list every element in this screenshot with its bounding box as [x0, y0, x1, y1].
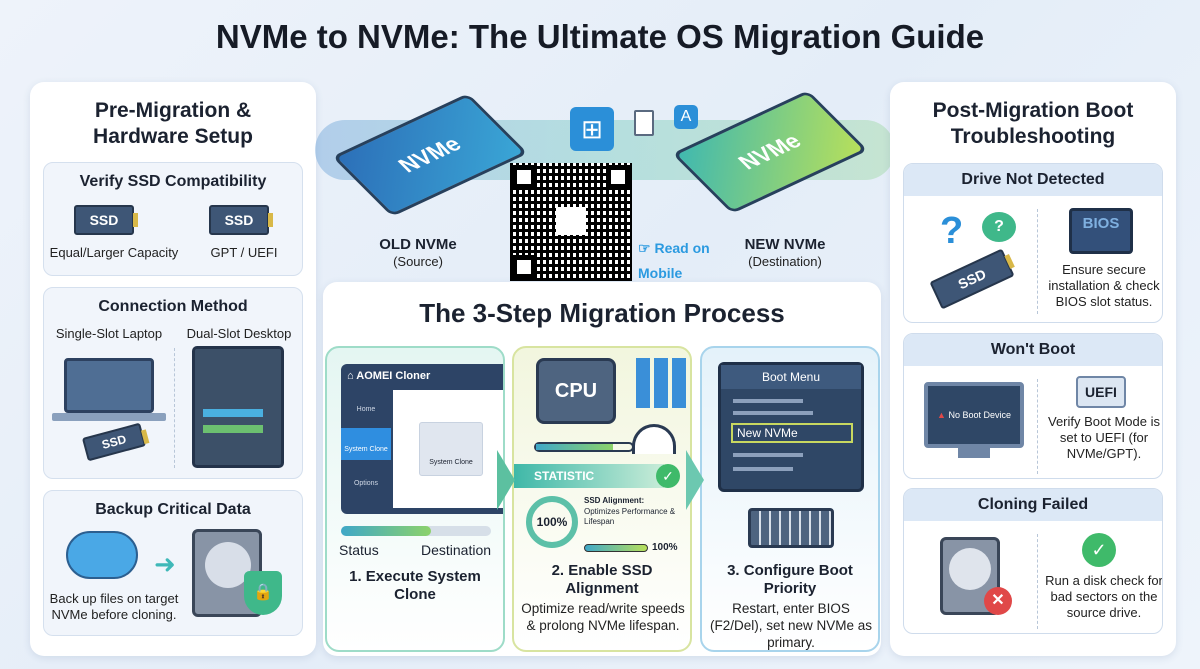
- uefi-icon: UEFI: [1076, 376, 1126, 408]
- panel-title: Post-Migration Boot Troubleshooting: [932, 99, 1134, 148]
- cpu-icon: CPU: [536, 358, 616, 424]
- card-text: Run a disk check for bad sectors on the …: [1045, 573, 1163, 620]
- pre-migration-panel: Pre-Migration & Hardware Setup Verify SS…: [30, 82, 316, 656]
- card-text: Ensure secure installation & check BIOS …: [1048, 262, 1160, 309]
- step-1-title: 1. Execute System Clone: [349, 568, 481, 603]
- question-bubble-icon: ?: [982, 212, 1016, 242]
- windows-icon: ⊞: [570, 107, 614, 151]
- ssd-icon: SSD: [209, 205, 273, 235]
- nav-system-clone[interactable]: System Clone: [341, 428, 391, 460]
- boot-option-new-nvme[interactable]: New NVMe: [731, 423, 853, 443]
- panel-title: Pre-Migration & Hardware Setup: [93, 99, 253, 148]
- laptop-label: Single-Slot Laptop: [55, 326, 163, 341]
- boot-menu-screen: Boot Menu New NVMe: [718, 362, 864, 492]
- clone-progress-bar: [341, 526, 491, 536]
- speed-bar: [534, 442, 634, 452]
- drive-not-detected-card: Drive Not Detected ? ? SSD BIOS Ensure s…: [903, 163, 1163, 323]
- hand-pointer-icon: ☞: [638, 240, 655, 256]
- alignment-value: 100%: [652, 542, 678, 553]
- old-nvme-label: OLD NVMe: [379, 236, 457, 253]
- capacity-label: Equal/Larger Capacity: [49, 245, 179, 260]
- step-1-card: ⌂ AOMEI Cloner Home System Clone Options…: [325, 346, 505, 652]
- card-text: Verify Boot Mode is set to UEFI (for NVM…: [1048, 414, 1160, 461]
- document-icon: [634, 110, 654, 136]
- new-nvme-drive: NVMe: [671, 90, 869, 214]
- step-2-text: Optimize read/write speeds & prolong NVM…: [521, 601, 685, 633]
- ssd-icon: SSD: [929, 248, 1015, 310]
- qr-code[interactable]: [510, 163, 632, 281]
- card-title: Connection Method: [98, 298, 248, 315]
- alignment-title: SSD Alignment:: [584, 496, 645, 505]
- new-nvme-sub: (Destination): [748, 254, 822, 269]
- backup-card: Backup Critical Data ➜ 🔒 Back up files o…: [43, 490, 303, 636]
- destination-label: Destination: [421, 542, 492, 558]
- alignment-ring: 100%: [526, 496, 578, 548]
- page-title: NVMe to NVMe: The Ultimate OS Migration …: [215, 18, 985, 55]
- check-icon: ✓: [656, 464, 680, 488]
- bios-icon: BIOS: [1069, 208, 1133, 254]
- status-label: Status: [339, 542, 379, 558]
- alignment-bar: [584, 544, 648, 552]
- alignment-text: Optimizes Performance & Lifespan: [584, 507, 676, 526]
- step-3-title: 3. Configure Boot Priority: [727, 562, 853, 597]
- desktop-label: Dual-Slot Desktop: [186, 326, 292, 341]
- question-icon: ?: [940, 210, 964, 252]
- cloning-failed-card: Cloning Failed ✕ ✓ Run a disk check for …: [903, 488, 1163, 634]
- step-2-card: CPU STATISTIC ✓ 100% SSD Alignment: Opti…: [512, 346, 692, 652]
- card-title: Backup Critical Data: [95, 501, 251, 518]
- card-title: Cloning Failed: [904, 489, 1162, 521]
- wont-boot-card: Won't Boot ▲ No Boot Device UEFI Verify …: [903, 333, 1163, 479]
- old-nvme-drive: NVMe: [331, 93, 529, 217]
- cloud-icon: [66, 531, 138, 579]
- nav-options[interactable]: Options: [353, 480, 379, 487]
- troubleshooting-panel: Post-Migration Boot Troubleshooting Driv…: [890, 82, 1176, 656]
- monitor-icon: ▲ No Boot Device: [924, 382, 1024, 448]
- card-title: Won't Boot: [904, 334, 1162, 366]
- connection-method-card: Connection Method Single-Slot Laptop Dua…: [43, 287, 303, 479]
- system-clone-tile[interactable]: System Clone: [419, 422, 483, 476]
- card-title: Drive Not Detected: [904, 164, 1162, 196]
- step-2-title: 2. Enable SSD Alignment: [551, 562, 653, 597]
- new-nvme-label: NEW NVMe: [744, 236, 826, 253]
- read-on-mobile-link[interactable]: ☞ Read on Mobile: [638, 236, 728, 286]
- step-3-card: Boot Menu New NVMe 3. Configure Boot Pri…: [700, 346, 880, 652]
- keyboard-icon: [748, 508, 834, 548]
- desktop-tower-icon: [192, 346, 284, 468]
- arrow-icon: [497, 450, 515, 510]
- app-store-icon: A: [674, 105, 698, 129]
- step-3-text: Restart, enter BIOS (F2/Del), set new NV…: [709, 601, 873, 650]
- error-icon: ✕: [984, 587, 1012, 615]
- backup-text: Back up files on target NVMe before clon…: [49, 591, 179, 622]
- check-icon: ✓: [1082, 533, 1116, 567]
- damaged-disk-icon: [940, 537, 1000, 615]
- statistic-banner: STATISTIC: [514, 464, 664, 488]
- aomei-cloner-window: ⌂ AOMEI Cloner Home System Clone Options…: [341, 364, 503, 514]
- old-nvme-sub: (Source): [393, 254, 443, 269]
- arrow-right-icon: ➜: [154, 549, 176, 579]
- gpt-uefi-label: GPT / UEFI: [210, 245, 278, 260]
- nav-home[interactable]: Home: [356, 406, 376, 413]
- gauge-icon: [632, 424, 676, 454]
- verify-ssd-card: Verify SSD Compatibility SSD SSD Equal/L…: [43, 162, 303, 276]
- process-title: The 3-Step Migration Process: [419, 298, 785, 328]
- boot-menu-title: Boot Menu: [721, 365, 861, 389]
- laptop-icon: [64, 358, 154, 413]
- usb-ssd-icon: SSD: [81, 422, 147, 462]
- ssd-icon: SSD: [74, 205, 138, 235]
- memory-grid-icon: [636, 358, 686, 408]
- arrow-icon: [686, 450, 704, 510]
- card-title: Verify SSD Compatibility: [79, 173, 267, 190]
- app-title: ⌂ AOMEI Cloner: [347, 370, 431, 382]
- no-boot-device-text: No Boot Device: [948, 410, 1011, 420]
- read-on-mobile-text: Read on Mobile: [638, 240, 710, 281]
- shield-lock-icon: 🔒: [244, 571, 282, 615]
